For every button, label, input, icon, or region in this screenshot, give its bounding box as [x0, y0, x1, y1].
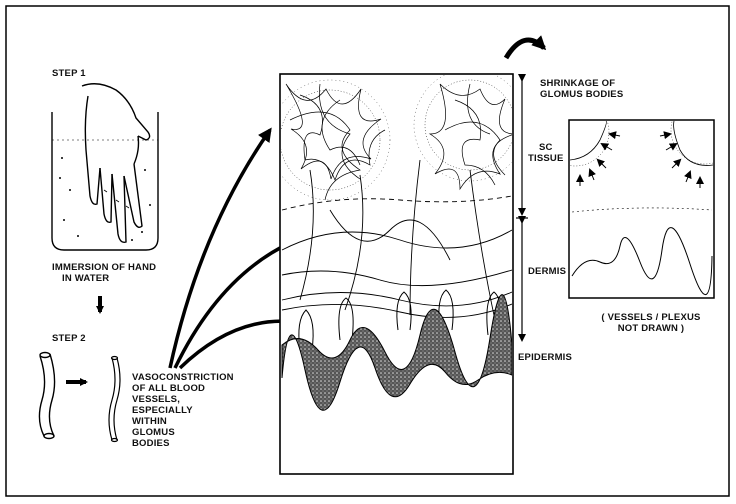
shrunken-glomus-illustration — [568, 119, 715, 299]
vaso-line-2: OF ALL BLOOD — [132, 383, 206, 394]
shrinkage-label: SHRINKAGE OF GLOMUS BODIES — [540, 78, 650, 100]
vessel-after-icon — [108, 355, 121, 443]
note-line-2: NOT DRAWN ) — [617, 323, 685, 334]
vessel-before-icon — [38, 351, 56, 440]
vaso-line-6: GLOMUS — [132, 427, 175, 438]
vaso-line-4: ESPECIALLY — [132, 405, 193, 416]
vessels-note-label: ( VESSELS / PLEXUS NOT DRAWN ) — [586, 312, 716, 334]
immersion-line-2: IN WATER — [62, 273, 110, 284]
step-2-label: STEP 2 — [52, 333, 86, 344]
immersion-line-1: IMMERSION OF HAND — [52, 262, 157, 273]
vaso-line-5: WITHIN — [132, 416, 167, 427]
layer-scale — [516, 74, 528, 342]
note-line-1: ( VESSELS / PLEXUS — [601, 312, 701, 323]
epidermis-label: EPIDERMIS — [518, 352, 573, 363]
sc-line-2: TISSUE — [528, 153, 564, 164]
sc-tissue-label: SC TISSUE — [528, 142, 564, 164]
pointer-arrows — [168, 127, 299, 370]
dermis-label: DERMIS — [528, 266, 567, 277]
shrinkage-line-1: SHRINKAGE OF — [540, 78, 616, 89]
skin-section-illustration — [279, 73, 514, 475]
vaso-line-1: VASOCONSTRICTION — [132, 372, 234, 383]
sc-line-1: SC — [538, 142, 553, 153]
curved-transition-arrow — [503, 35, 547, 60]
vaso-line-7: BODIES — [132, 438, 170, 449]
immersion-label: IMMERSION OF HAND IN WATER — [52, 262, 172, 284]
vaso-line-3: VESSELS, — [132, 394, 181, 405]
shrinkage-line-2: GLOMUS BODIES — [540, 89, 624, 100]
outer-border — [5, 5, 730, 497]
step-1-label: STEP 1 — [52, 68, 86, 79]
vasoconstriction-label: VASOCONSTRICTION OF ALL BLOOD VESSELS, E… — [132, 372, 242, 449]
beaker-with-hand-illustration — [51, 83, 159, 251]
